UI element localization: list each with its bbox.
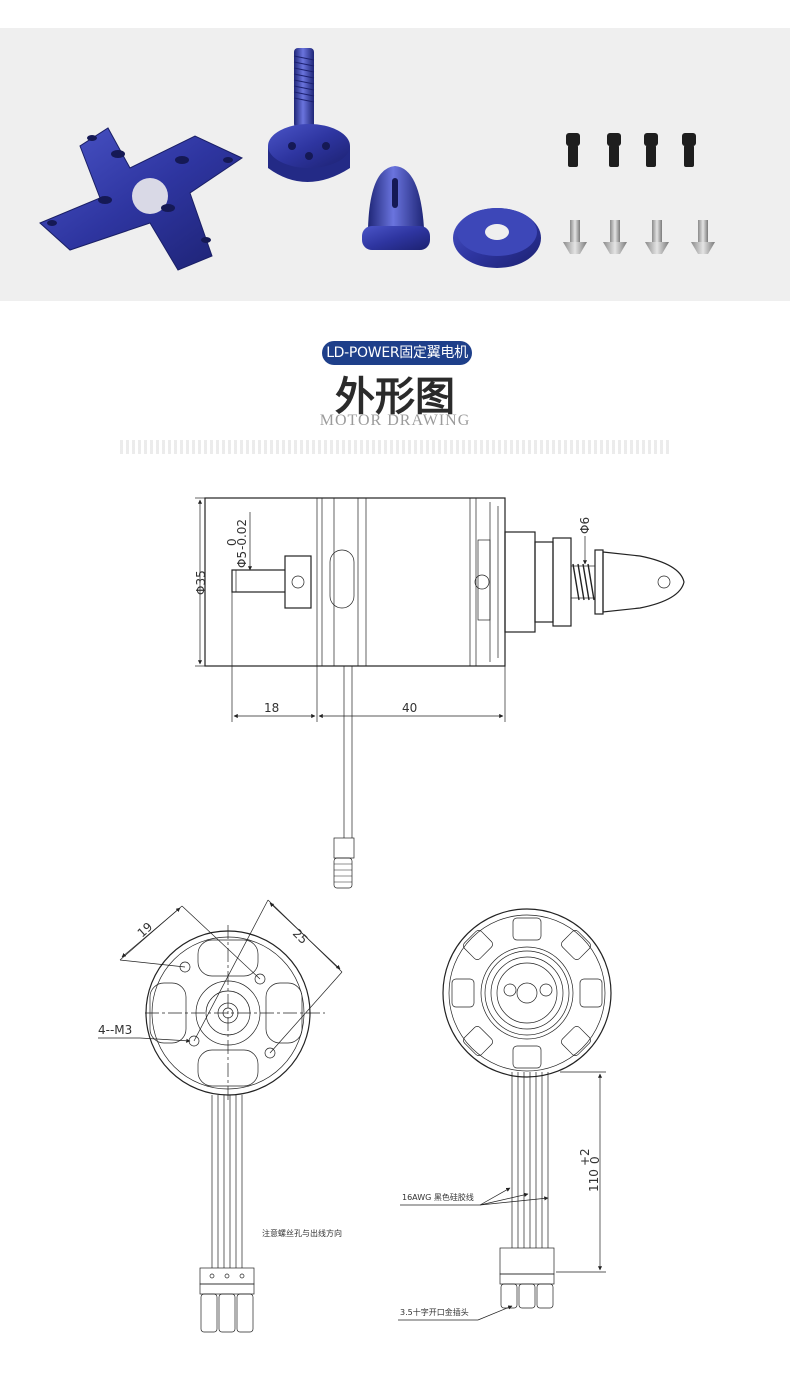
lead-tol-lower: 0 bbox=[588, 1156, 602, 1164]
length-body-label: 40 bbox=[402, 701, 417, 715]
page-subtitle: MOTOR DRAWING bbox=[319, 412, 471, 429]
x-mount bbox=[39, 127, 244, 271]
prop-adapter-shaft bbox=[268, 48, 350, 182]
black-bolts bbox=[566, 133, 696, 167]
countersunk-screws bbox=[563, 220, 715, 254]
front-view: 19 25 4--M3 注意螺丝孔与出线方向 bbox=[98, 899, 343, 1333]
page-title: 外形图 bbox=[335, 374, 455, 420]
lead-tol-upper: +2 bbox=[578, 1148, 592, 1166]
orientation-note: 注意螺丝孔与出线方向 bbox=[262, 1228, 342, 1238]
diameter-label: Φ35 bbox=[194, 570, 208, 595]
side-view: Φ35 Φ5 0 -0.02 Φ6 18 40 bbox=[194, 497, 685, 889]
rear-view: 110 +2 0 16AWG 黑色硅胶线 3.5十字开口金插头 bbox=[398, 908, 612, 1321]
holes-label: 4--M3 bbox=[98, 1023, 132, 1037]
spinner-nut bbox=[362, 166, 430, 250]
dim-25: 25 bbox=[290, 926, 311, 947]
shaft-tol-upper: 0 bbox=[225, 538, 239, 546]
wire-note: 16AWG 黑色硅胶线 bbox=[402, 1192, 474, 1202]
dim-19: 19 bbox=[135, 920, 156, 941]
shaft-label: Φ5 bbox=[235, 551, 249, 568]
length-front-label: 18 bbox=[264, 701, 279, 715]
brand-badge: LD-POWER固定翼电机 bbox=[322, 341, 472, 365]
shaft-tol-lower: -0.02 bbox=[235, 519, 249, 550]
product-photo bbox=[0, 28, 790, 301]
washer bbox=[453, 208, 541, 268]
motor-drawing: Φ35 Φ5 0 -0.02 Φ6 18 40 bbox=[98, 497, 685, 1333]
decorative-divider bbox=[120, 440, 670, 454]
lead-length-label: 110 bbox=[587, 1169, 601, 1192]
prop-shaft-label: Φ6 bbox=[578, 517, 592, 534]
plug-note: 3.5十字开口金插头 bbox=[400, 1307, 469, 1317]
